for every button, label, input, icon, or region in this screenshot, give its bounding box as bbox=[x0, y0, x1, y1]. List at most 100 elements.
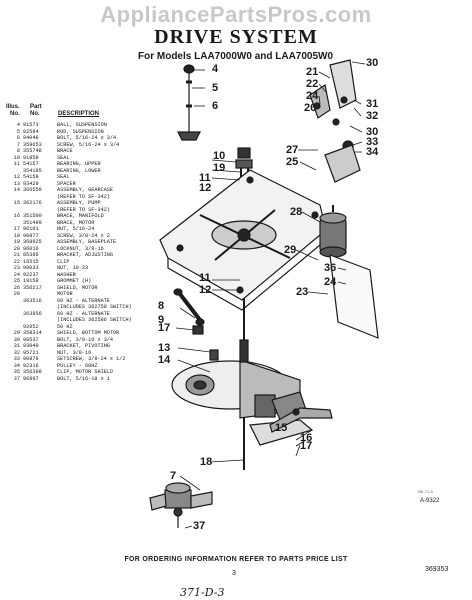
parts-part-no: 96867 bbox=[23, 375, 39, 382]
parts-illus-no: 32 bbox=[13, 349, 20, 356]
callout-9: 9 bbox=[158, 314, 165, 326]
parts-description: CLIP, MOTOR SHIELD bbox=[57, 369, 114, 375]
parts-part-no: 92316 bbox=[23, 362, 39, 369]
callout-31: 31 bbox=[366, 98, 379, 110]
parts-description: ASSEMBLY, GEARCASE bbox=[57, 187, 114, 193]
parts-part-no: 366559 bbox=[23, 187, 42, 193]
parts-description: MOTOR bbox=[57, 291, 73, 297]
parts-description: BRACE, MANIFOLD bbox=[57, 213, 104, 219]
parts-illus-no: 15 bbox=[13, 200, 20, 206]
callout-29: 29 bbox=[284, 244, 297, 256]
parts-part-no: 356398 bbox=[23, 369, 42, 375]
parts-part-no: 98537 bbox=[23, 336, 39, 343]
parts-description: BOLT, 3/8-16 x 3/4 bbox=[57, 336, 114, 343]
parts-illus-no: 25 bbox=[13, 278, 20, 284]
parts-part-no: 19158 bbox=[23, 278, 39, 284]
header-illus-no: No. bbox=[10, 111, 20, 117]
parts-illus-no: 17 bbox=[13, 226, 20, 232]
manifold-brace bbox=[269, 407, 333, 433]
parts-part-no: 363856 bbox=[23, 310, 42, 317]
parts-description: NUT, 10-23 bbox=[57, 265, 89, 271]
parts-illus-no: 33 bbox=[13, 356, 20, 362]
baseplate bbox=[159, 169, 327, 311]
parts-illus-no: 7 bbox=[16, 141, 20, 148]
parts-description: SETSCREW, 3/8-24 x 1/2 bbox=[57, 356, 126, 362]
parts-part-no: 358314 bbox=[23, 330, 42, 336]
motor bbox=[319, 205, 347, 258]
callout-26: 26 bbox=[304, 102, 317, 114]
callout-19: 19 bbox=[213, 162, 226, 174]
parts-description: BEARING, LOWER bbox=[57, 167, 101, 174]
watermark: AppliancePartsPros.com bbox=[100, 2, 372, 27]
callout-13: 13 bbox=[158, 342, 171, 354]
callout-25: 25 bbox=[286, 156, 299, 168]
parts-part-no: 95721 bbox=[23, 349, 39, 356]
parts-description: SHIELD, MOTOR bbox=[57, 284, 98, 291]
parts-illus-no: 11 bbox=[13, 161, 20, 167]
parts-description: SHIELD, BOTTOM MOTOR bbox=[57, 330, 120, 336]
parts-illus-no: 31 bbox=[13, 343, 20, 349]
callout-27: 27 bbox=[286, 144, 299, 156]
callout-17-right: 17 bbox=[300, 440, 313, 452]
callout-11-lower: 11 bbox=[199, 272, 211, 284]
parts-part-no: 91858 bbox=[23, 154, 39, 161]
parts-description: BRACKET, ADJUSTING bbox=[57, 252, 114, 258]
reference-code: A-9322 bbox=[420, 498, 440, 504]
parts-illus-no: 29 bbox=[13, 330, 20, 336]
parts-part-no: 351499 bbox=[23, 219, 42, 226]
parts-part-no: 90877 bbox=[23, 232, 39, 239]
callout-36: 36 bbox=[324, 262, 337, 274]
parts-illus-no: 26 bbox=[13, 284, 20, 291]
parts-part-no: 16515 bbox=[23, 258, 39, 265]
parts-description: SCREW, 5/16-24 x 3/4 bbox=[57, 141, 120, 148]
callout-16: 16 bbox=[300, 432, 313, 444]
parts-illus-no: 12 bbox=[13, 174, 20, 180]
parts-part-no: 54157 bbox=[23, 161, 39, 167]
parts-part-no: 368925 bbox=[23, 239, 42, 245]
parts-part-no: 93429 bbox=[23, 180, 39, 187]
parts-illus-no: 16 bbox=[13, 213, 20, 219]
parts-illus-no: 20 bbox=[13, 245, 20, 252]
parts-illus-no: 13 bbox=[13, 180, 20, 187]
parts-illus-no: 10 bbox=[13, 154, 20, 161]
parts-description: ASSEMBLY, PUMP bbox=[57, 200, 101, 206]
page-subtitle: For Models LAA7000W0 and LAA7005W0 bbox=[138, 51, 334, 62]
parts-part-no: 85386 bbox=[23, 252, 39, 258]
parts-illus-no: 8 bbox=[16, 148, 20, 154]
parts-part-no: 96101 bbox=[23, 226, 39, 232]
parts-description: BALL, SUSPENSION bbox=[57, 122, 107, 128]
pump-assembly bbox=[149, 482, 213, 528]
motor-brackets bbox=[309, 59, 361, 183]
document-number: 369353 bbox=[425, 566, 449, 573]
parts-description: 60 HZ - ALTERNATE bbox=[57, 310, 110, 317]
parts-part-no: 98033 bbox=[23, 265, 39, 271]
parts-part-no: 356217 bbox=[23, 284, 42, 291]
callout-24: 24 bbox=[306, 90, 319, 102]
parts-description: GROMMET (H) bbox=[57, 278, 92, 284]
parts-part-no: 351500 bbox=[23, 213, 42, 219]
callout-8: 8 bbox=[158, 300, 165, 312]
callout-4: 4 bbox=[212, 63, 219, 75]
parts-description: ROD, SUSPENSION bbox=[57, 128, 104, 135]
parts-illus-no: 24 bbox=[13, 271, 20, 278]
parts-row: (REFER TO SF-342) bbox=[6, 194, 166, 201]
brace bbox=[173, 288, 205, 335]
callout-7: 7 bbox=[170, 470, 177, 482]
callout-15: 15 bbox=[275, 422, 288, 434]
page-number: 3 bbox=[232, 570, 236, 577]
callout-12-lower: 12 bbox=[199, 284, 212, 296]
